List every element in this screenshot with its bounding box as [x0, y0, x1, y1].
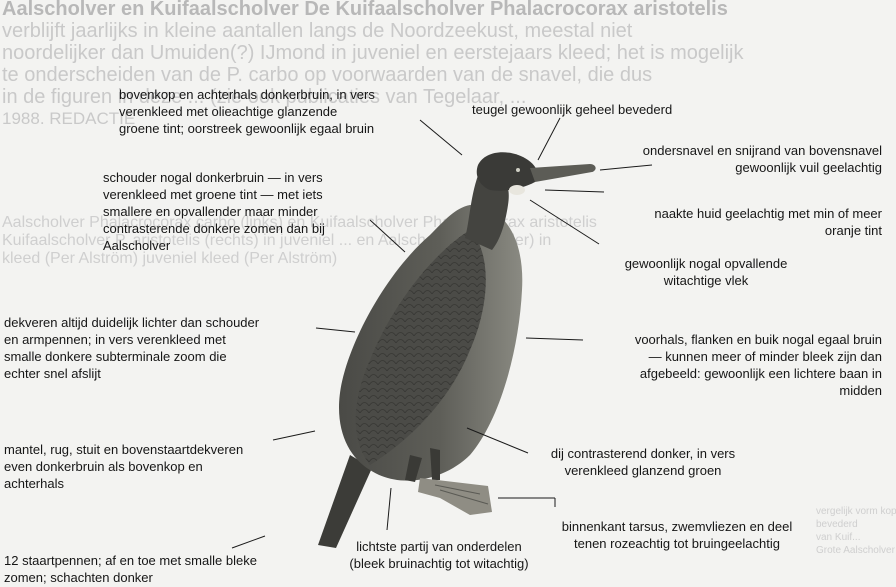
label-line: dekveren altijd duidelijk lichter dan sc…: [4, 314, 259, 331]
label-coverts: dekveren altijd duidelijk lichter dan sc…: [4, 314, 259, 382]
label-line: tenen rozeachtig tot bruingeelachtig: [548, 535, 806, 552]
label-line: dij contrasterend donker, in vers: [528, 445, 758, 462]
label-line: smallere en opvallender maar minder: [103, 203, 325, 220]
label-line: naakte huid geelachtig met min of meer: [590, 205, 882, 222]
label-line: smalle donkere subterminale zoom die: [4, 348, 259, 365]
label-line: — kunnen meer of minder bleek zijn dan: [585, 348, 882, 365]
label-line: lichtste partij van onderdelen: [334, 538, 544, 555]
label-line: 12 staartpennen; af en toe met smalle bl…: [4, 552, 257, 569]
label-thigh: dij contrasterend donker, in vers verenk…: [528, 445, 758, 479]
label-line: groene tint; oorstreek gewoonlijk egaal …: [119, 120, 375, 137]
label-line: gewoonlijk vuil geelachtig: [560, 159, 882, 176]
label-line: midden: [585, 382, 882, 399]
label-line: mantel, rug, stuit en bovenstaartdekvere…: [4, 441, 243, 458]
label-line: contrasterende donkere zomen dan bij: [103, 220, 325, 237]
label-line: verenkleed glanzend groen: [528, 462, 758, 479]
bird-chin-patch: [509, 185, 525, 195]
label-bare-skin: naakte huid geelachtig met min of meer o…: [590, 205, 882, 239]
label-shoulder: schouder nogal donkerbruin — in vers ver…: [103, 169, 325, 254]
label-line: voorhals, flanken en buik nogal egaal br…: [585, 331, 882, 348]
bird-foot: [418, 478, 492, 515]
label-line: teugel gewoonlijk geheel bevederd: [472, 101, 672, 118]
label-line: ondersnavel en snijrand van bovensnavel: [560, 142, 882, 159]
label-tail: 12 staartpennen; af en toe met smalle bl…: [4, 552, 257, 586]
label-crown-hindneck: bovenkop en achterhals donkerbruin, in v…: [119, 86, 375, 137]
label-line: oranje tint: [590, 222, 882, 239]
label-foreneck: voorhals, flanken en buik nogal egaal br…: [585, 331, 882, 399]
label-line: en armpennen; in vers verenkleed met: [4, 331, 259, 348]
label-line: witachtige vlek: [592, 272, 820, 289]
label-line: binnenkant tarsus, zwemvliezen en deel: [548, 518, 806, 535]
label-line: Aalscholver: [103, 237, 325, 254]
label-line: verenkleed met olieachtige glanzende: [119, 103, 375, 120]
label-bill: ondersnavel en snijrand van bovensnavel …: [560, 142, 882, 176]
label-lores: teugel gewoonlijk geheel bevederd: [472, 101, 672, 118]
label-line: afgebeeld: gewoonlijk een lichtere baan …: [585, 365, 882, 382]
label-line: zomen; schachten donker: [4, 569, 257, 586]
label-line: verenkleed met groene tint — met iets: [103, 186, 325, 203]
label-line: bovenkop en achterhals donkerbruin, in v…: [119, 86, 375, 103]
label-line: echter snel afslijt: [4, 365, 259, 382]
label-line: (bleek bruinachtig tot witachtig): [334, 555, 544, 572]
label-mantle: mantel, rug, stuit en bovenstaartdekvere…: [4, 441, 243, 492]
bird-tail: [318, 455, 372, 548]
bird-head: [477, 152, 538, 191]
label-underparts: lichtste partij van onderdelen (bleek br…: [334, 538, 544, 572]
label-tarsus: binnenkant tarsus, zwemvliezen en deel t…: [548, 518, 806, 552]
label-line: schouder nogal donkerbruin — in vers: [103, 169, 325, 186]
label-line: even donkerbruin als bovenkop en: [4, 458, 243, 475]
label-line: achterhals: [4, 475, 243, 492]
label-white-patch: gewoonlijk nogal opvallende witachtige v…: [592, 255, 820, 289]
label-line: gewoonlijk nogal opvallende: [592, 255, 820, 272]
